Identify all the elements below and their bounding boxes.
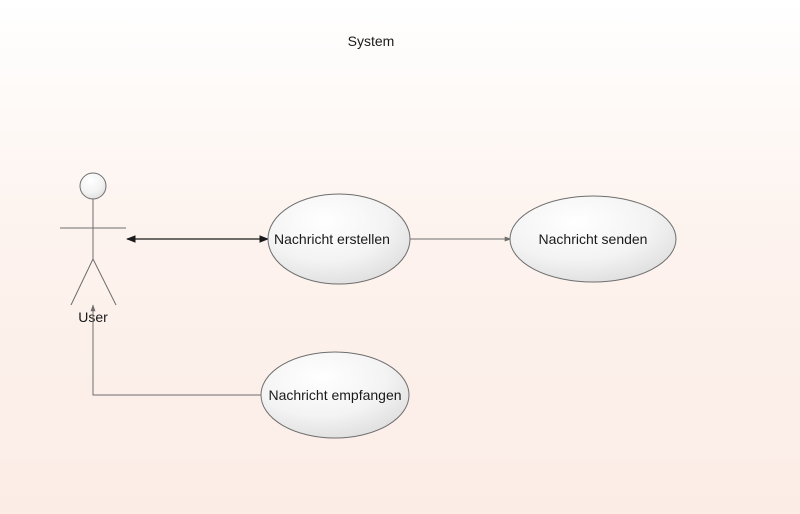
- actor-user[interactable]: User: [60, 172, 126, 325]
- use-case-nachricht-empfangen[interactable]: Nachricht empfangen: [260, 351, 410, 439]
- actor-right-leg: [92, 258, 117, 306]
- actor-left-leg: [70, 258, 94, 306]
- use-case-ellipse: [509, 195, 677, 283]
- use-case-nachricht-senden[interactable]: Nachricht senden: [509, 195, 677, 283]
- association-empfangen-user[interactable]: [90, 304, 261, 396]
- use-case-ellipse: [260, 351, 410, 439]
- system-title: System: [348, 33, 395, 49]
- use-case-label: Nachricht senden: [539, 231, 648, 247]
- actor-head: [79, 172, 107, 200]
- use-case-label: Nachricht erstellen: [274, 231, 390, 247]
- use-case-ellipse: [267, 193, 411, 285]
- use-case-label: Nachricht empfangen: [268, 387, 401, 403]
- use-case-nachricht-erstellen[interactable]: Nachricht erstellen: [267, 193, 411, 285]
